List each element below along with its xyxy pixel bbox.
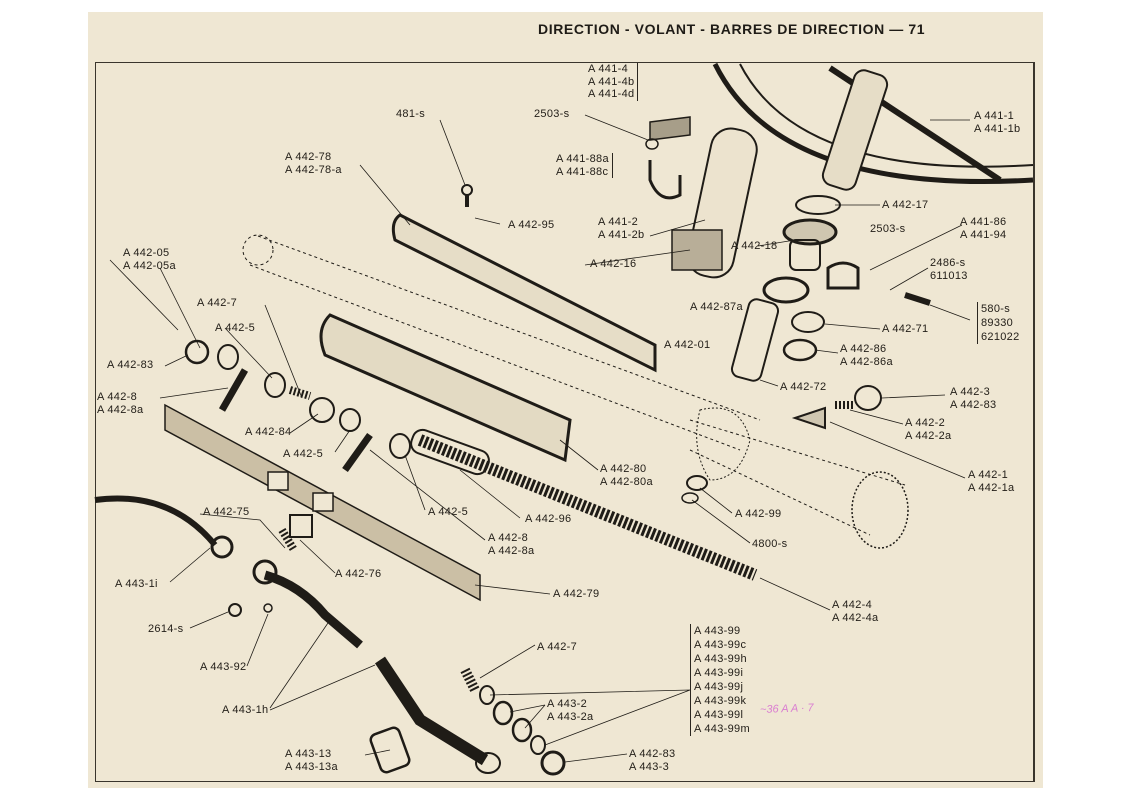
part-label-a442-84: A 442-84: [245, 426, 292, 438]
part-label-a443-1h: A 443-1h: [222, 704, 269, 716]
tie-rod-left: [94, 495, 218, 547]
part-label-a442-96: A 442-96: [525, 513, 572, 525]
part-label-a442-76: A 442-76: [335, 568, 382, 580]
part-label-a442-5: A 442-5: [215, 322, 256, 334]
steering-housing: [319, 313, 572, 463]
part-label-a442-79: A 442-79: [553, 588, 600, 600]
catalog-page: [88, 12, 1043, 788]
part-label-481-s: 481-s: [396, 108, 426, 120]
page-header: DIRECTION - VOLANT - BARRES DE DIRECTION…: [538, 21, 926, 37]
part-label-a442-7: A 442-7: [197, 297, 238, 309]
handwritten-note: ~36 A A · 7: [759, 702, 814, 716]
part-label-a442-16: A 442-16: [590, 258, 637, 270]
part-label-2503-s-2: 2503-s: [870, 223, 906, 235]
steering-box-cover: [391, 213, 657, 373]
part-label-a442-5-c: A 442-5: [428, 506, 469, 518]
part-label-a442-17: A 442-17: [882, 199, 929, 211]
part-label-a442-75: A 442-75: [203, 506, 250, 518]
steering-column-hub: [821, 69, 889, 191]
tie-rod-socket: [375, 656, 489, 766]
part-label-a442-7-b: A 442-7: [537, 641, 578, 653]
part-label-a442-5-b: A 442-5: [283, 448, 324, 460]
part-label-a442-95: A 442-95: [508, 219, 555, 231]
part-label-a443-1i: A 443-1i: [115, 578, 158, 590]
steering-rack: [417, 434, 758, 581]
diagram-frame: [95, 62, 1035, 782]
part-label-a443-92: A 443-92: [200, 661, 247, 673]
part-label-2614-s: 2614-s: [148, 623, 184, 635]
part-label-4800-s: 4800-s: [752, 538, 788, 550]
part-label-a442-01: A 442-01: [664, 339, 711, 351]
part-label-a442-87a: A 442-87a: [690, 301, 743, 313]
part-label-a442-83: A 442-83: [107, 359, 154, 371]
part-label-a442-71: A 442-71: [882, 323, 929, 335]
part-label-a442-18: A 442-18: [731, 240, 778, 252]
part-label-a442-99: A 442-99: [735, 508, 782, 520]
part-label-2503-s: 2503-s: [534, 108, 570, 120]
part-label-a442-72: A 442-72: [780, 381, 827, 393]
